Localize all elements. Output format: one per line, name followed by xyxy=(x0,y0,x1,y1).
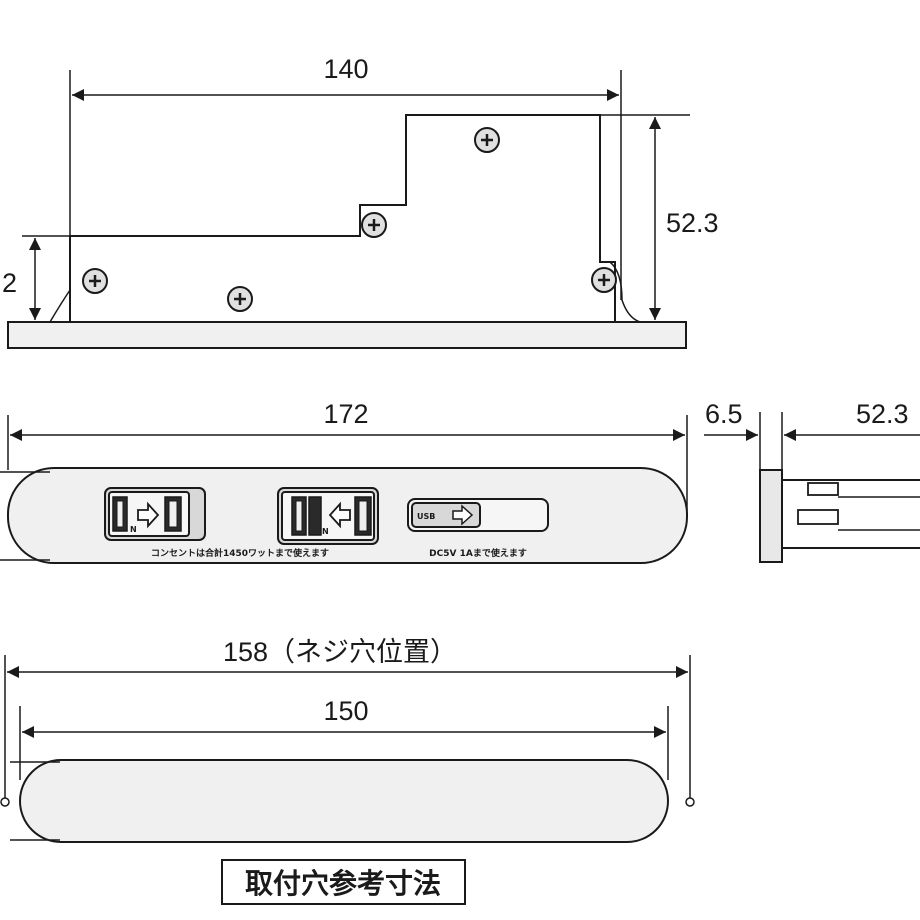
usb-port: USB xyxy=(407,498,549,532)
cutout-title: 取付穴参考寸法 xyxy=(245,867,441,900)
top-view: 140 52.3 xyxy=(2,54,719,349)
dim-label-158: 158（ネジ穴位置） xyxy=(223,637,457,667)
side-faceplate xyxy=(759,469,783,563)
screw-hole-left xyxy=(0,797,10,807)
screw-icon xyxy=(361,212,387,238)
socket-note: コンセントは合計1450ワットまで使えます xyxy=(151,547,329,559)
top-body-outline xyxy=(69,114,616,322)
dim-label-150: 150 xyxy=(323,696,368,726)
socket-mark: N xyxy=(130,525,137,534)
cutout-title-box xyxy=(221,859,466,905)
outlet-left: N xyxy=(104,487,206,541)
dim-label-6-5: 6.5 xyxy=(705,399,743,429)
screw-icon xyxy=(474,127,500,153)
screw-hole-right xyxy=(685,797,695,807)
side-view: 6.5 52.3 xyxy=(704,399,920,563)
usb-note: DC5V 1Aまで使えます xyxy=(429,547,527,559)
usb-label: USB xyxy=(417,512,435,521)
cutout-view: 158（ネジ穴位置） 150 取付穴参考寸法 xyxy=(0,637,695,905)
dim-label-52-3-top: 52.3 xyxy=(666,208,719,238)
arrow-right-icon xyxy=(137,501,160,529)
outlet-right: N xyxy=(277,487,379,545)
screw-icon xyxy=(82,268,108,294)
dim-label-172: 172 xyxy=(323,399,368,429)
screw-icon xyxy=(227,286,253,312)
cutout-outline xyxy=(19,759,669,843)
dim-label-52-3-side: 52.3 xyxy=(856,399,909,429)
socket-mark: N xyxy=(322,527,329,536)
dim-label-140: 140 xyxy=(323,54,368,84)
top-base-plate xyxy=(7,321,687,349)
dim-label-left: 2 xyxy=(2,268,17,298)
arrow-right-icon xyxy=(452,504,474,526)
arrow-left-icon xyxy=(328,501,351,529)
front-view: 172 N コンセントは合計1450ワットまで使えます N xyxy=(0,399,688,564)
screw-icon xyxy=(591,267,617,293)
